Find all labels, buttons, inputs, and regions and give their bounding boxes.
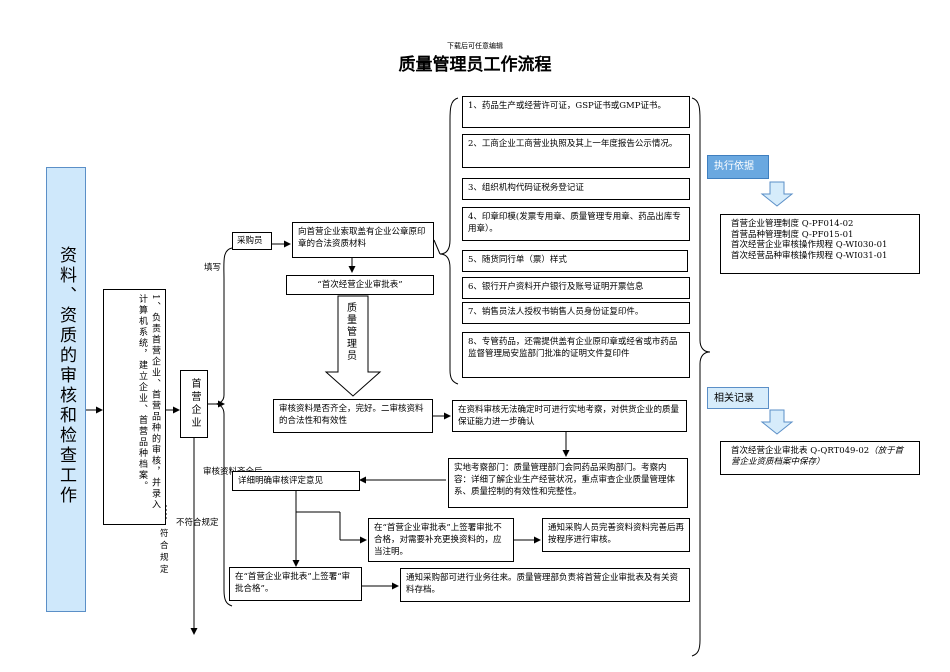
label-tianxie: 填写 bbox=[204, 263, 222, 273]
side-banner-text: 资料、资质的审核和检查工作 bbox=[56, 246, 76, 506]
flow-opinion-box: 详细明确审核评定意见 bbox=[232, 471, 360, 491]
material-item-3: 3、组织机构代码证税务登记证 bbox=[462, 178, 690, 200]
material-item-2: 2、工商企业工商营业执照及其上一年度报告公示情况。 bbox=[462, 134, 690, 168]
label-fuhe-guiding: 符合规定 bbox=[160, 529, 169, 575]
label-zhiliang-guanli: 质量管理员 bbox=[347, 303, 357, 362]
flow-inspect-box: 实地考察部门：质量管理部门会同药品采购部门。考察内容：详细了解企业生产经营状况，… bbox=[448, 458, 688, 508]
material-item-1: 1、药品生产或经营许可证，GSP证书或GMP证书。 bbox=[462, 96, 690, 128]
basis-list: 首营企业管理制度 Q-PF014-02 首营品种管理制度 Q-PF015-01 … bbox=[720, 214, 920, 274]
material-item-5: 5、随货同行单（票）样式 bbox=[462, 250, 688, 272]
flow-confirm-box: 在资料审核无法确定时可进行实地考察，对供货企业的质量保证能力进一步确认 bbox=[452, 400, 687, 432]
basis-item: 首次经营品种审核操作规程 Q-WI031-01 bbox=[731, 250, 888, 261]
flow-notify-dept-box: 通知采购部可进行业务往来。质量管理部负责将首营企业审批表及有关资料存档。 bbox=[400, 568, 690, 602]
flow-form-box: “首次经营企业审批表” bbox=[286, 275, 434, 295]
archive-box: 1、负责首营企业、首营品种的审核，并录入计算机系统，建立企业、首营品种档案。 bbox=[103, 289, 166, 525]
basis-item: 首营企业管理制度 Q-PF014-02 bbox=[731, 219, 854, 229]
shouying-qiye-box: 首营企业 bbox=[180, 370, 208, 438]
records-tag: 相关记录 bbox=[707, 387, 769, 409]
flow-review-box: 审核资料是否齐全，完好。二审核资料的合法性和有效性 bbox=[273, 399, 433, 433]
material-item-7: 7、销售员法人授权书销售人员身份证复印件。 bbox=[462, 302, 690, 324]
material-item-8: 8、专管药品，还需提供盖有企业原印章或经省或市药品监督管理局安监部门批准的证明文… bbox=[462, 332, 690, 378]
flow-approve-box: 在“首营企业审批表”上签署“审批合格”。 bbox=[229, 567, 362, 601]
shouying-qiye-text: 首营企业 bbox=[189, 378, 200, 430]
side-banner: 资料、资质的审核和检查工作 bbox=[46, 167, 86, 612]
label-buhege: 不符合规定 bbox=[176, 518, 219, 528]
label-caigou: 采购员 bbox=[232, 232, 272, 250]
records-note: （放于首营企业资质档案中保存） bbox=[731, 446, 904, 467]
records-item: 首次经营企业审批表 Q-QRT049-02 bbox=[731, 446, 870, 456]
flow-request-box: 向首营企业索取盖有企业公章原印章的合法资质材料 bbox=[292, 222, 434, 258]
top-note: 下载后可任意编辑 bbox=[447, 42, 503, 50]
flow-reject-box: 在“首营企业审批表”上签署审批不合格，对需要补充更换资料的，应当注明。 bbox=[368, 518, 514, 562]
material-item-6: 6、银行开户资料开户银行及账号证明开票信息 bbox=[462, 277, 690, 299]
records-box: 首次经营企业审批表 Q-QRT049-02（放于首营企业资质档案中保存） bbox=[720, 441, 920, 475]
basis-item: 首营品种管理制度 Q-PF015-01 bbox=[731, 229, 854, 240]
material-item-4: 4、印章印模(发票专用章、质量管理专用章、药品出库专用章）。 bbox=[462, 207, 690, 241]
page-title: 质量管理员工作流程 bbox=[398, 55, 552, 75]
basis-item: 首次经营企业审核操作规程 Q-WI030-01 bbox=[731, 240, 888, 250]
basis-tag: 执行依据 bbox=[707, 155, 769, 179]
flow-notify-buyer-box: 通知采购人员完善资料资料完善后再按程序进行审核。 bbox=[542, 518, 690, 552]
